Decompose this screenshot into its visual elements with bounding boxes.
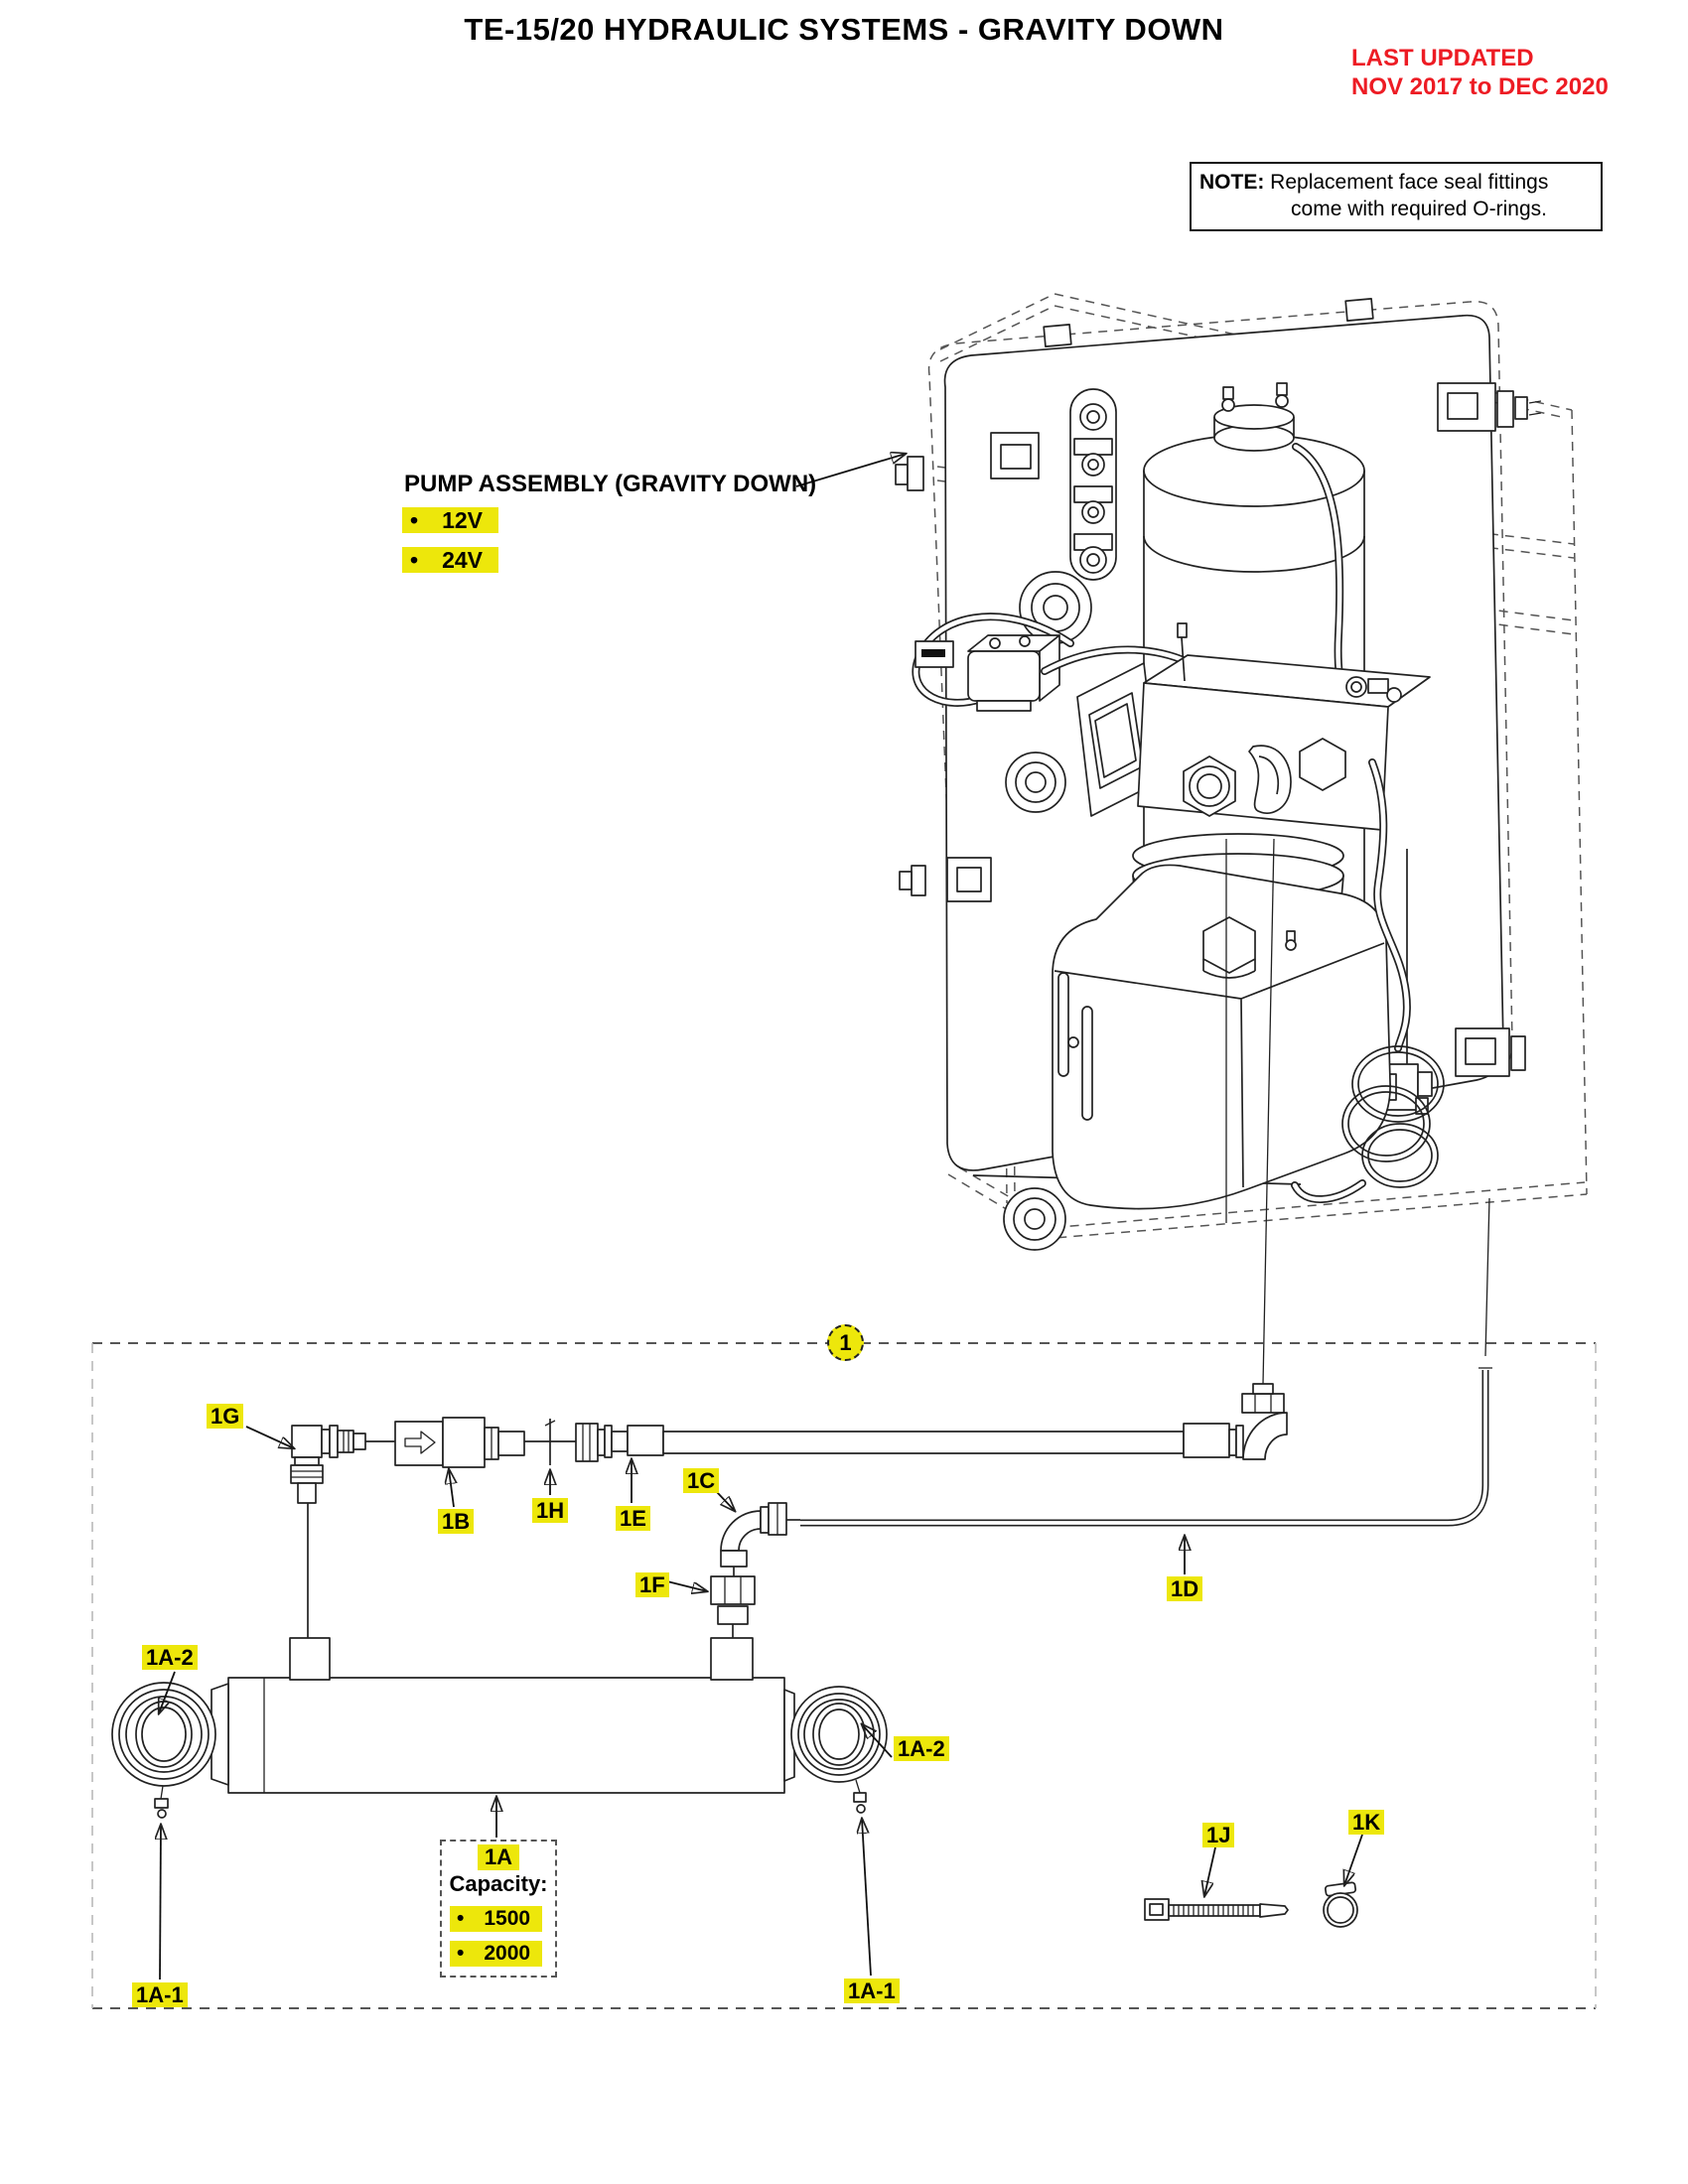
- callout-1a1-left: 1A-1: [132, 1982, 188, 2007]
- tube-1d: [800, 1367, 1492, 1527]
- note-text1: Replacement face seal fittings: [1270, 171, 1549, 194]
- note-line2: come with required O-rings.: [1291, 198, 1547, 220]
- capacity-option-2000: • 2000: [450, 1941, 555, 1967]
- capacity-option-1500: • 1500: [450, 1906, 555, 1932]
- eye-left: [111, 1682, 229, 1819]
- elbow-fitting-1g: [290, 1425, 395, 1638]
- pump-assembly-label: PUMP ASSEMBLY (GRAVITY DOWN): [404, 471, 817, 497]
- capacity-option-label: 2000: [484, 1942, 531, 1965]
- clip-1h: [544, 1419, 556, 1465]
- callout-arrows: [159, 454, 1363, 1980]
- callout-1a2-left: 1A-2: [142, 1645, 198, 1670]
- callout-1a1-right: 1A-1: [844, 1979, 900, 2003]
- manifold-valve-body: [1076, 622, 1431, 831]
- bullet-icon: •: [410, 507, 419, 533]
- hose-clamp-1k: [1323, 1881, 1358, 1928]
- fitting-1f: [710, 1575, 756, 1638]
- capacity-label: Capacity:: [449, 1871, 548, 1896]
- page-title: TE-15/20 HYDRAULIC SYSTEMS - GRAVITY DOW…: [464, 12, 1224, 47]
- pump-assembly-drawing: [895, 293, 1588, 1385]
- eye-right: [783, 1686, 888, 1814]
- reservoir-tank: [1052, 839, 1391, 1223]
- pump-option-label: 24V: [442, 547, 483, 573]
- pump-option-label: 12V: [442, 507, 483, 533]
- capacity-option-label: 1500: [484, 1907, 531, 1930]
- pump-face-circles: [1003, 571, 1092, 1251]
- note-label: NOTE:: [1199, 171, 1265, 194]
- bullet-icon: •: [457, 1942, 465, 1965]
- cylinder-1a: [111, 1637, 888, 1819]
- leader-lines: [1262, 838, 1490, 1385]
- hydraulic-hose-1e: [575, 1383, 1288, 1462]
- callout-1d: 1D: [1167, 1576, 1203, 1601]
- last-updated-line1: LAST UPDATED: [1351, 45, 1534, 71]
- callout-1k: 1K: [1348, 1810, 1385, 1835]
- last-updated-line2: NOV 2017 to DEC 2020: [1351, 73, 1609, 100]
- last-updated-note: LAST UPDATED NOV 2017 to DEC 2020: [1351, 44, 1609, 101]
- callout-1a: 1A: [477, 1844, 520, 1870]
- capacity-box: 1A Capacity: • 1500 • 2000: [440, 1840, 557, 1978]
- callout-1g: 1G: [207, 1404, 244, 1429]
- group-1-badge: 1: [827, 1324, 864, 1361]
- callout-1e: 1E: [616, 1506, 650, 1531]
- note-box: NOTE: Replacement face seal fittings com…: [1190, 162, 1603, 231]
- hose-coil: [1291, 758, 1445, 1203]
- callout-1j: 1J: [1202, 1823, 1235, 1847]
- bullet-icon: •: [410, 547, 419, 573]
- mounting-hardware: [895, 298, 1542, 1077]
- callout-1c: 1C: [683, 1468, 720, 1493]
- pump-option-24v: • 24V: [402, 547, 498, 573]
- callout-1h: 1H: [532, 1498, 569, 1523]
- cable-tie-1j: [1144, 1898, 1289, 1921]
- callout-1b: 1B: [438, 1509, 475, 1534]
- note-line1: NOTE: Replacement face seal fittings: [1199, 169, 1593, 196]
- elbow-fitting-1c: [720, 1502, 800, 1576]
- terminal-strip: [1069, 388, 1117, 581]
- pump-option-12v: • 12V: [402, 507, 498, 533]
- check-valve-1b: [394, 1417, 578, 1468]
- callout-1f: 1F: [635, 1572, 669, 1597]
- bullet-icon: •: [457, 1907, 465, 1930]
- callout-1a2-right: 1A-2: [894, 1736, 949, 1761]
